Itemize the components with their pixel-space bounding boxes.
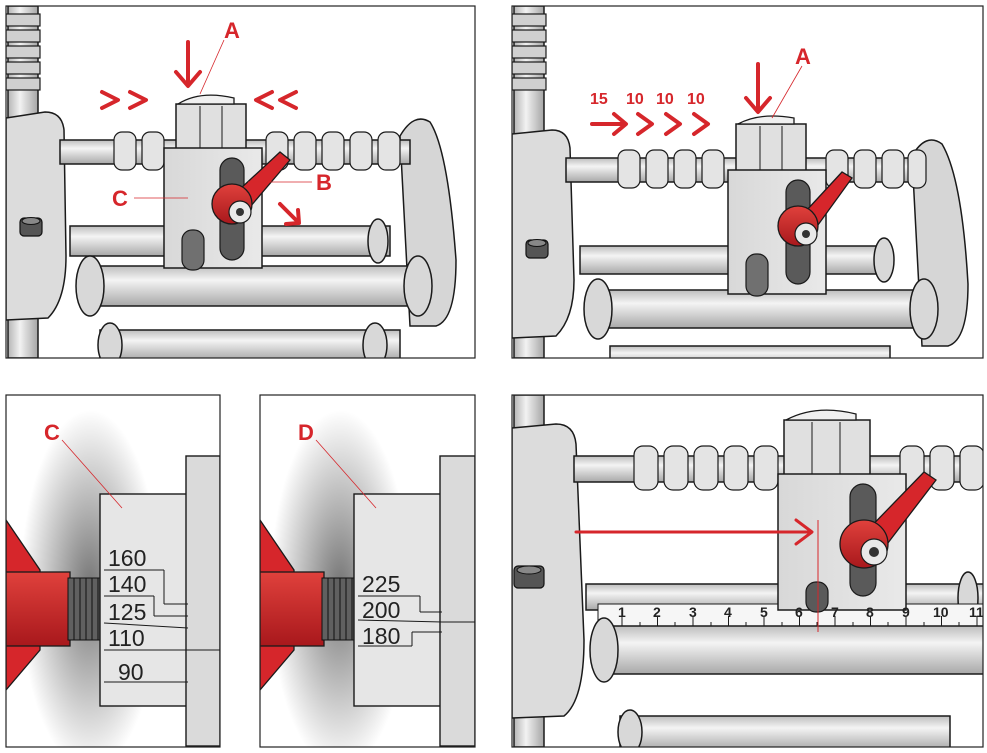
step-4: 10 — [687, 91, 705, 108]
panel-2-frame — [511, 5, 984, 359]
tick-110: 110 — [108, 625, 145, 651]
tick-180: 180 — [362, 623, 400, 649]
scale-10: 10 — [933, 604, 949, 620]
scale-4: 4 — [724, 604, 732, 620]
panel-4-frame — [259, 394, 476, 748]
label-a: A — [224, 18, 240, 43]
label-d: D — [298, 420, 314, 445]
step-2: 10 — [626, 91, 644, 108]
tick-140: 140 — [108, 571, 146, 597]
tick-225: 225 — [362, 571, 400, 597]
panel-5-ruler: 1 2 3 4 5 6 7 8 9 10 11 — [512, 395, 984, 747]
tick-125: 125 — [108, 599, 146, 625]
label-c: C — [44, 420, 60, 445]
scale-3: 3 — [689, 604, 697, 620]
label-c: C — [112, 186, 128, 211]
panel-4-scale-d: D 225 200 180 — [260, 395, 475, 747]
step-3: 10 — [656, 91, 674, 108]
tick-90: 90 — [118, 659, 144, 685]
label-b: B — [316, 170, 332, 195]
scale-6: 6 — [795, 604, 803, 620]
panel-1-clamp-release: A B C — [6, 6, 475, 358]
panel-3-frame — [5, 394, 221, 748]
step-1: 15 — [590, 91, 608, 108]
scale-11: 11 — [969, 604, 984, 620]
tick-160: 160 — [108, 545, 146, 571]
scale-5: 5 — [760, 604, 768, 620]
panel-5-frame — [511, 394, 984, 748]
scale-9: 9 — [902, 604, 910, 620]
panel-2-step-adjust: A 15 10 10 10 — [512, 6, 983, 358]
panel-3-scale-c: C 160 140 125 110 90 — [6, 395, 220, 747]
tick-200: 200 — [362, 597, 400, 623]
label-a: A — [795, 44, 811, 69]
panel-1-frame — [5, 5, 476, 359]
scale-8: 8 — [866, 604, 874, 620]
scale-7: 7 — [831, 604, 839, 620]
scale-2: 2 — [653, 604, 661, 620]
scale-1: 1 — [618, 604, 626, 620]
